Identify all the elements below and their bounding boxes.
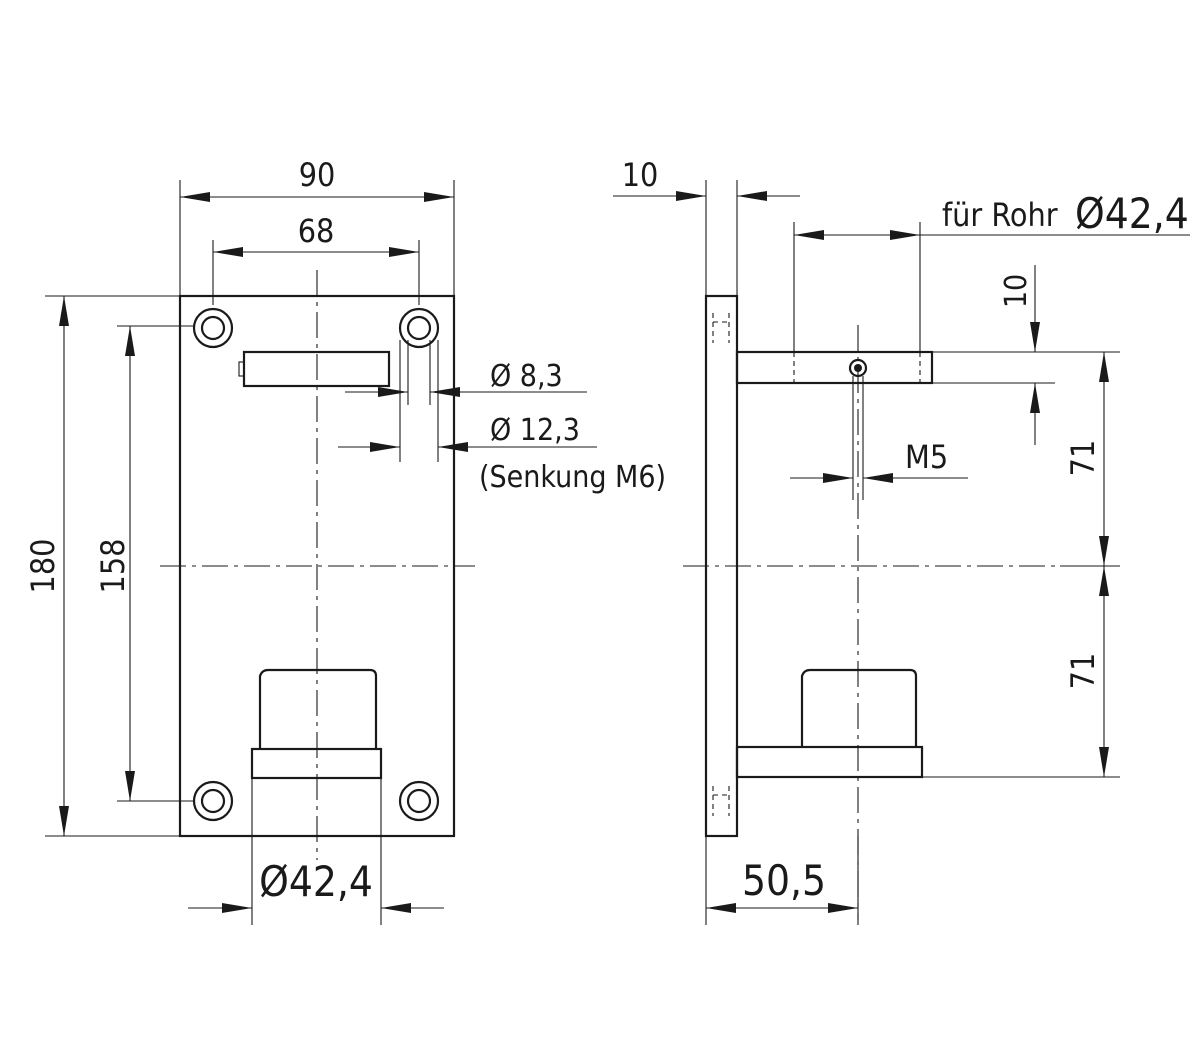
dimension-upper-71: 71 bbox=[1055, 351, 1120, 567]
dimension-projection: 50,5 bbox=[705, 836, 859, 925]
dimension-label-countersink-diameter: Ø 12,3 bbox=[490, 413, 580, 448]
dimension-label-180: 180 bbox=[24, 539, 62, 594]
side-tube-socket bbox=[735, 668, 924, 779]
dimension-label-lower-71: 71 bbox=[1064, 653, 1102, 690]
dimension-countersink-diameter: Ø 12,3 (Senkung M6) bbox=[338, 340, 666, 495]
front-upper-arm bbox=[238, 350, 391, 388]
side-hidden-holes-bottom bbox=[712, 786, 730, 816]
dimension-label-tube-diameter-front: Ø42,4 bbox=[259, 857, 373, 906]
dimension-width-90: 90 bbox=[179, 156, 455, 296]
countersink-note: (Senkung M6) bbox=[479, 460, 666, 495]
dimension-label-68: 68 bbox=[298, 212, 335, 250]
front-view: 90 68 180 158 Ø 8,3 bbox=[24, 156, 666, 925]
dimension-thread-m5: M5 bbox=[790, 438, 968, 483]
dimension-label-thread: M5 bbox=[905, 438, 948, 476]
side-view: 10 für Rohr Ø42,4 10 M5 bbox=[613, 156, 1190, 925]
dimension-tube-diameter-front: Ø42,4 bbox=[188, 778, 444, 925]
dimension-lower-71: 71 bbox=[922, 566, 1120, 778]
dimension-label-plate-thickness: 10 bbox=[622, 156, 659, 194]
mounting-hole-bottom-left bbox=[192, 780, 234, 822]
dimension-hole-spacing-68: 68 bbox=[212, 212, 420, 305]
dimension-label-arm-thickness: 10 bbox=[999, 274, 1034, 308]
dimension-hole-diameter: Ø 8,3 bbox=[345, 340, 587, 405]
dimension-tube-diameter-side: für Rohr Ø42,4 bbox=[793, 189, 1190, 352]
mounting-hole-top-left bbox=[192, 307, 234, 349]
dimension-height-180: 180 bbox=[24, 295, 180, 837]
dimension-label-projection: 50,5 bbox=[742, 856, 826, 905]
front-tube-socket bbox=[250, 668, 383, 780]
mounting-hole-top-right bbox=[398, 307, 440, 349]
dimension-label-tube-diameter-side: Ø42,4 bbox=[1075, 189, 1189, 238]
dimension-plate-thickness: 10 bbox=[613, 156, 800, 296]
side-hidden-holes-top bbox=[712, 313, 730, 343]
side-upper-arm bbox=[735, 350, 934, 385]
dimension-arm-thickness: 10 bbox=[932, 265, 1055, 445]
dimension-label-hole-diameter: Ø 8,3 bbox=[490, 359, 563, 394]
dimension-label-90: 90 bbox=[299, 156, 336, 194]
mounting-hole-bottom-right bbox=[398, 780, 440, 822]
tube-note: für Rohr bbox=[942, 196, 1058, 234]
dimension-label-upper-71: 71 bbox=[1064, 440, 1102, 477]
dimension-label-158: 158 bbox=[94, 539, 132, 594]
dimension-hole-spacing-158: 158 bbox=[94, 325, 194, 802]
